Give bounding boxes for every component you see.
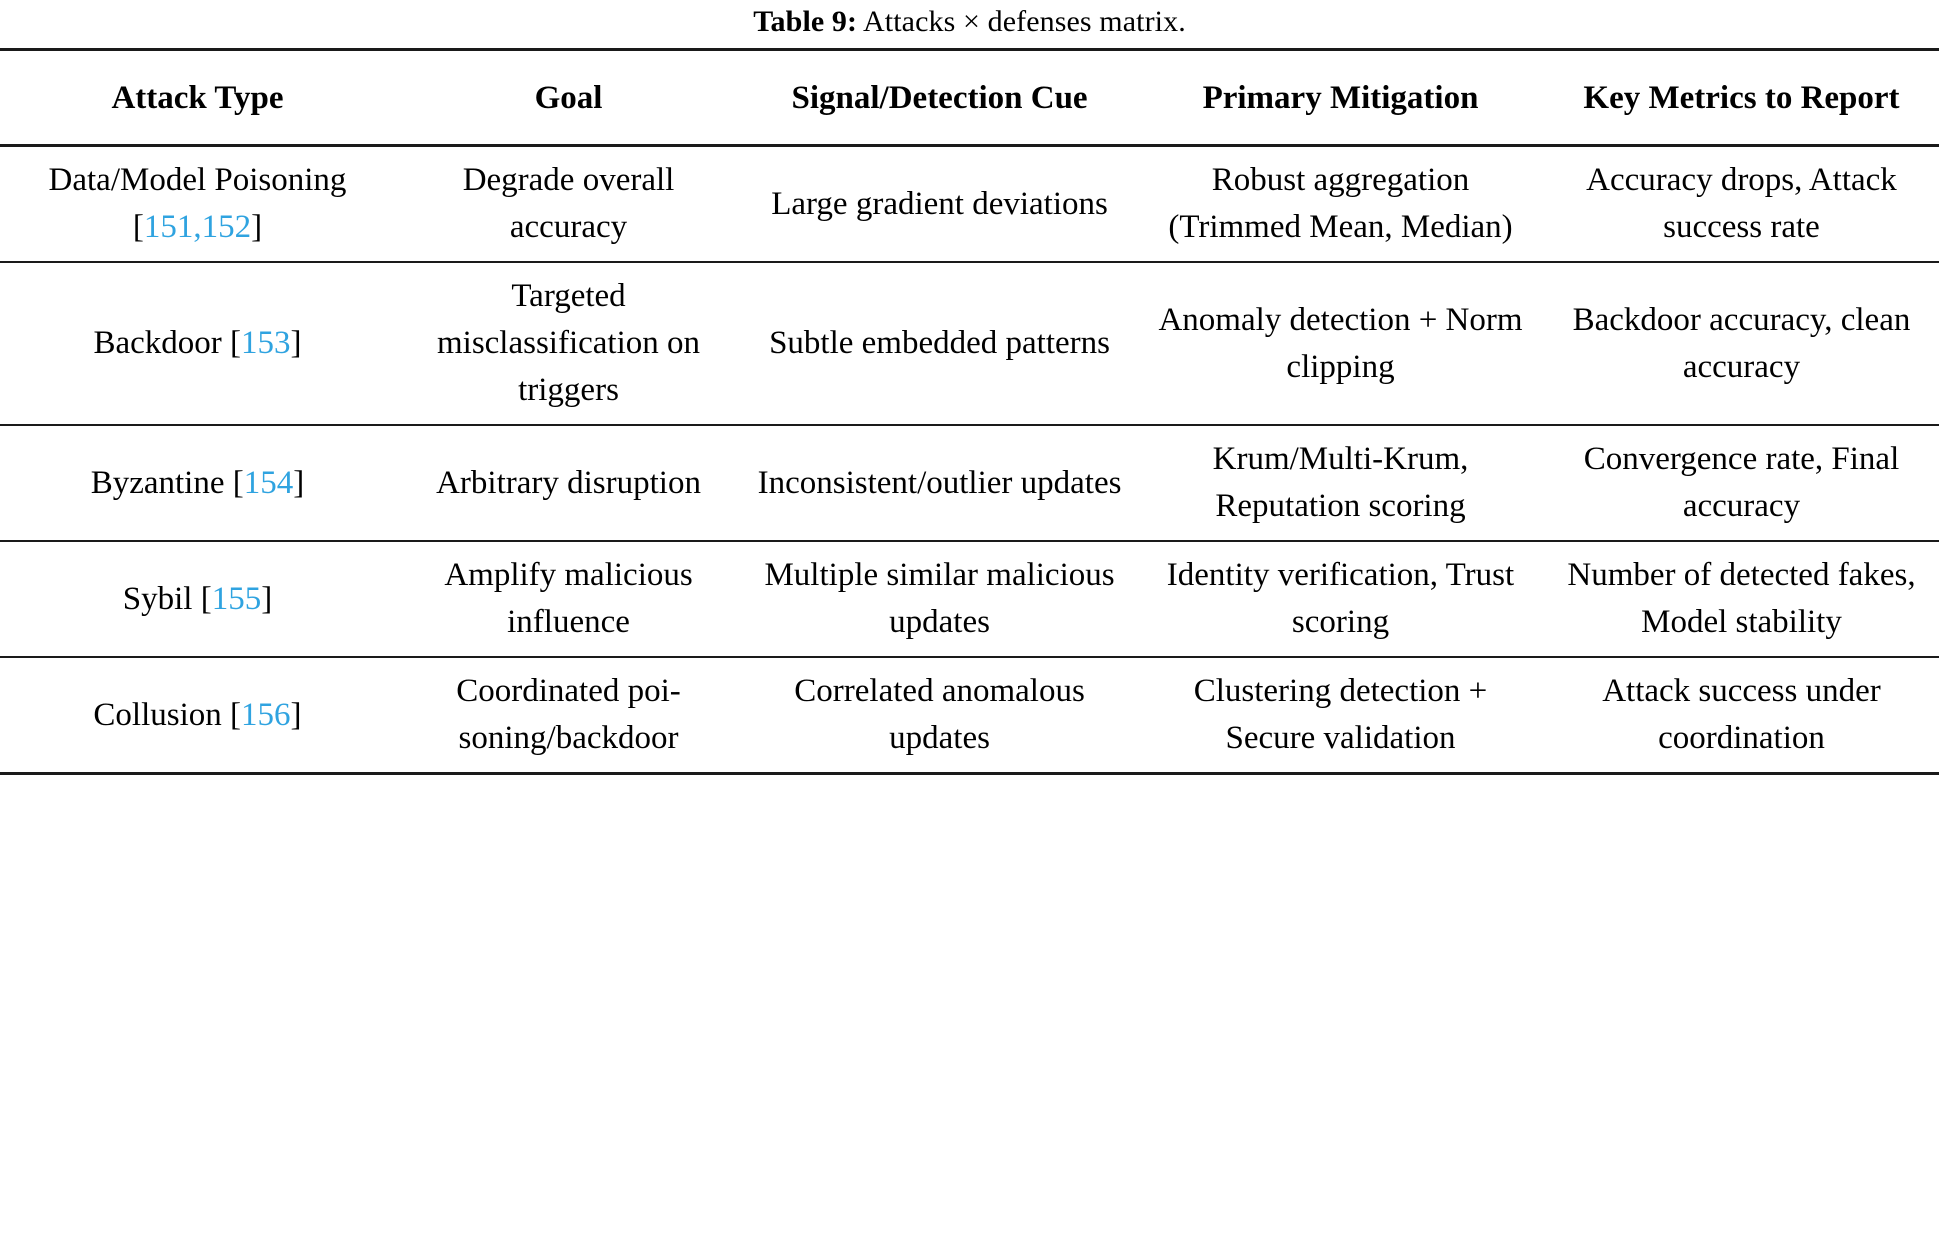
cell-attack-type: Sybil [155] — [0, 540, 395, 657]
citation-reference: [156] — [230, 697, 302, 733]
citation-bracket-open: [ — [230, 325, 241, 361]
attack-name: Backdoor — [93, 325, 222, 361]
column-header-primary-mitigation: Primary Mitigation — [1137, 48, 1544, 147]
cell-goal: Degrade overall accuracy — [462, 162, 675, 245]
citation-bracket-close: ] — [290, 325, 302, 361]
citation-reference: [153] — [230, 325, 302, 361]
header-row: Attack Type Goal Signal/Detection Cue Pr… — [0, 48, 1939, 147]
table-caption: Table 9: Attacks × defenses matrix. — [0, 0, 1939, 48]
cell-signal: Large gradient deviations — [771, 185, 1108, 222]
attack-name: Data/Model Poisoning — [48, 162, 347, 198]
cell-attack-type: Backdoor [153] — [0, 261, 395, 425]
cell-signal: Correlated anomalous updates — [742, 656, 1138, 775]
attack-name: Byzantine — [90, 464, 225, 501]
cell-mitigation: Robust aggregation (Trimmed Mean, Median… — [1168, 162, 1513, 245]
citation-reference: [155] — [201, 581, 273, 617]
cell-goal: Coordinated poi-soning/backdoor — [394, 656, 743, 775]
cell-metrics: Accuracy drops, Attack success rate — [1586, 162, 1897, 245]
column-header-goal: Goal — [394, 48, 743, 147]
cell-signal: Multiple similar malicious updates — [742, 540, 1138, 657]
column-header-key-metrics: Key Metrics to Report — [1543, 48, 1939, 147]
citation-bracket-close: ] — [290, 696, 302, 733]
table-body: Data/Model Poisoning [151,152] Degrade o… — [0, 146, 1939, 775]
citation-number[interactable]: 155 — [211, 580, 262, 617]
attack-name: Sybil — [122, 580, 193, 617]
caption-text: Attacks × defenses matrix. — [857, 5, 1186, 38]
table-row: Collusion [156] Coordinated poi-soning/b… — [0, 656, 1939, 775]
citation-bracket-close: ] — [293, 464, 305, 501]
citation-bracket-close: ] — [261, 580, 273, 617]
cell-mitigation: Clustering detection + Secure validation — [1137, 656, 1544, 775]
table-row: Byzantine [154] Arbitrary disruption Inc… — [0, 424, 1939, 541]
column-header-signal-detection-cue: Signal/Detection Cue — [742, 48, 1138, 147]
cell-attack-type: Collusion [156] — [0, 656, 395, 775]
citation-bracket-open: [ — [132, 209, 144, 245]
table-row: Sybil [155] Amplify malicious influence … — [0, 540, 1939, 657]
cell-goal: Amplify malicious influence — [394, 540, 743, 657]
cell-signal: Subtle embedded patterns — [742, 261, 1138, 425]
cell-goal: Arbitrary disruption — [394, 424, 743, 541]
citation-bracket-open: [ — [232, 464, 244, 501]
cell-metrics: Attack success under coordination — [1543, 656, 1939, 775]
cell-metrics: Convergence rate, Final accuracy — [1543, 424, 1939, 541]
citation-number[interactable]: 151,152 — [143, 209, 252, 245]
table-header: Attack Type Goal Signal/Detection Cue Pr… — [0, 48, 1939, 147]
citation-number[interactable]: 154 — [243, 464, 294, 501]
cell-mitigation: Identity verification, Trust scoring — [1137, 540, 1544, 657]
cell-metrics: Backdoor accuracy, clean accuracy — [1543, 261, 1939, 425]
cell-attack-type: Byzantine [154] — [0, 424, 395, 541]
citation-reference: [154] — [233, 465, 305, 501]
cell-signal: Inconsistent/outlier updates — [742, 424, 1138, 541]
citation-reference: [151,152] — [133, 209, 262, 245]
cell-attack-type: Data/Model Poisoning [151,152] — [0, 146, 395, 263]
table-row: Data/Model Poisoning [151,152] Degrade o… — [0, 146, 1939, 263]
attack-name: Collusion — [93, 696, 222, 733]
cell-goal: Targeted misclassification on triggers — [394, 261, 743, 425]
citation-bracket-close: ] — [251, 209, 263, 245]
caption-label: Table 9: — [753, 5, 858, 38]
attacks-defenses-table: Attack Type Goal Signal/Detection Cue Pr… — [0, 48, 1939, 775]
column-header-attack-type: Attack Type — [0, 48, 395, 147]
citation-number[interactable]: 156 — [241, 696, 291, 733]
cell-mitigation: Krum/Multi-Krum, Reputation scoring — [1137, 424, 1544, 541]
citation-bracket-open: [ — [200, 580, 212, 617]
citation-number[interactable]: 153 — [241, 325, 291, 361]
table-row: Backdoor [153] Targeted misclassificatio… — [0, 261, 1939, 425]
citation-bracket-open: [ — [230, 696, 242, 733]
cell-mitigation: Anomaly detection + Norm clipping — [1137, 261, 1544, 425]
cell-metrics: Number of detected fakes, Model stabilit… — [1543, 540, 1939, 657]
